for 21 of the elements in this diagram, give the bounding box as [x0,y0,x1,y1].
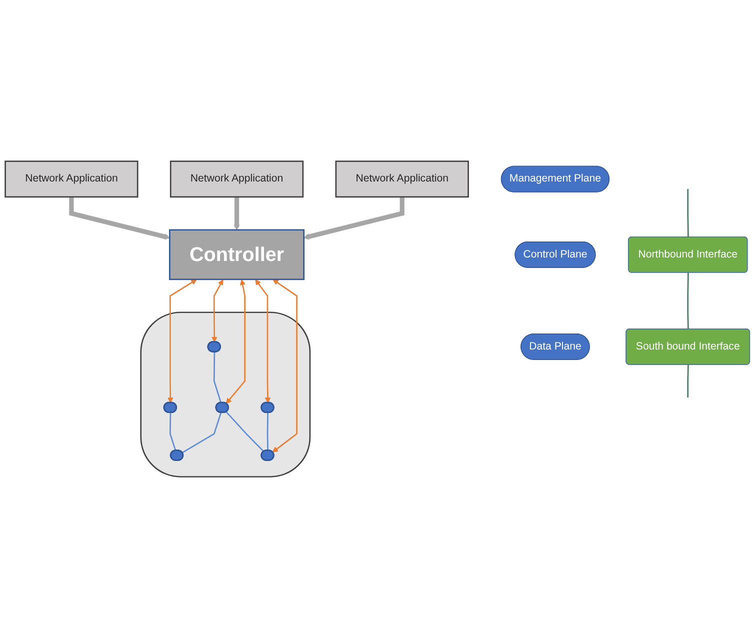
node-box: Network Application [335,160,469,198]
connector [266,412,268,451]
arrow [234,196,240,230]
arrow [255,279,271,404]
cluster [140,312,311,478]
connector [226,412,264,452]
node-box: Network Application [170,160,304,198]
connector [687,189,689,238]
node-box: Network Application [4,160,138,198]
connector [170,412,176,451]
arrow [272,279,298,452]
connector [687,272,689,330]
connector [687,364,689,398]
arrow [304,196,404,240]
connector [182,412,222,454]
arrow [69,196,170,240]
connector [213,352,222,404]
arrow [226,279,246,404]
arrow [168,279,197,404]
node-box: Controller [169,229,305,280]
arrow [211,279,224,342]
